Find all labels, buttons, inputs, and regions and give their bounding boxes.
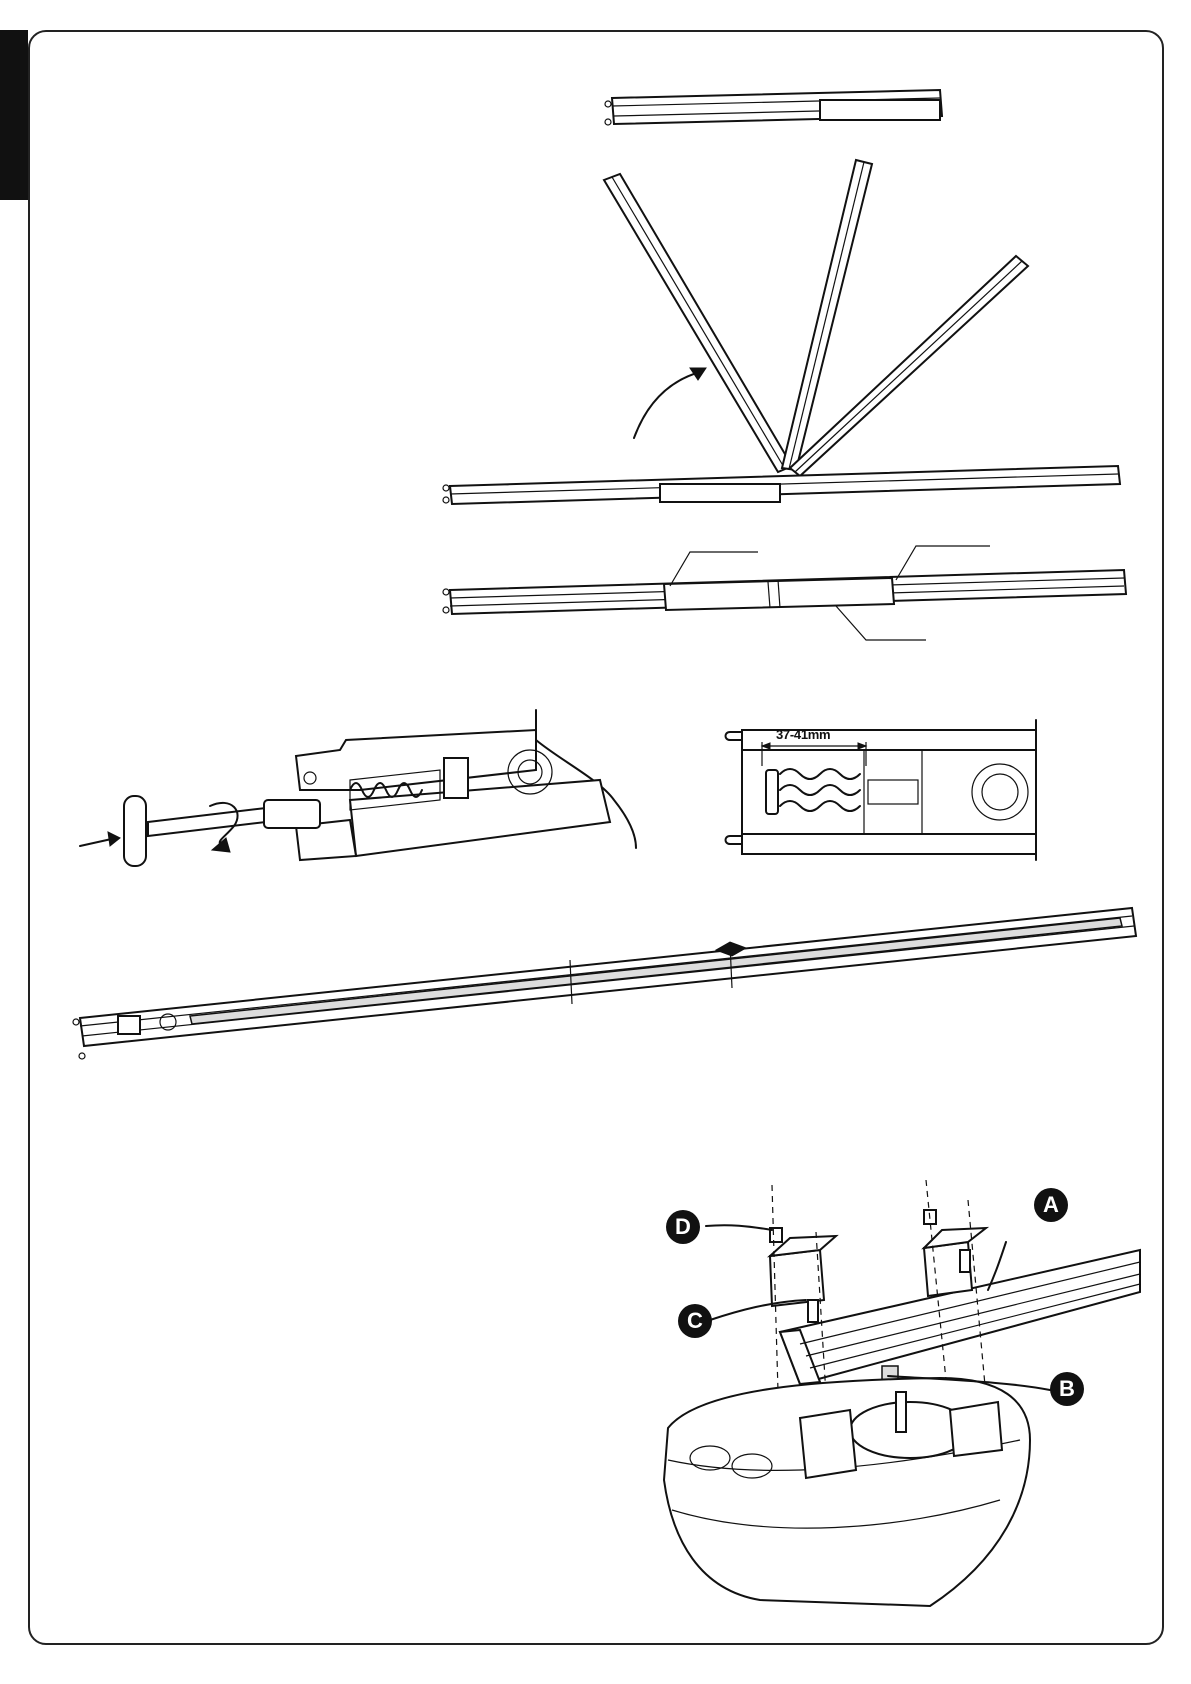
joined-rail-figure bbox=[443, 546, 1126, 640]
callout-c: C bbox=[678, 1304, 712, 1338]
spring-adjustment-figure bbox=[80, 710, 636, 866]
callout-d: D bbox=[666, 1210, 700, 1244]
callout-b: B bbox=[1050, 1372, 1084, 1406]
folded-rail-figure bbox=[605, 90, 942, 125]
full-rail-figure bbox=[73, 908, 1136, 1059]
callout-a: A bbox=[1034, 1188, 1068, 1222]
spring-length-dimension: 37-41mm bbox=[776, 727, 830, 742]
unfolding-rail-figure bbox=[443, 160, 1120, 504]
spring-measurement-figure bbox=[726, 720, 1037, 860]
